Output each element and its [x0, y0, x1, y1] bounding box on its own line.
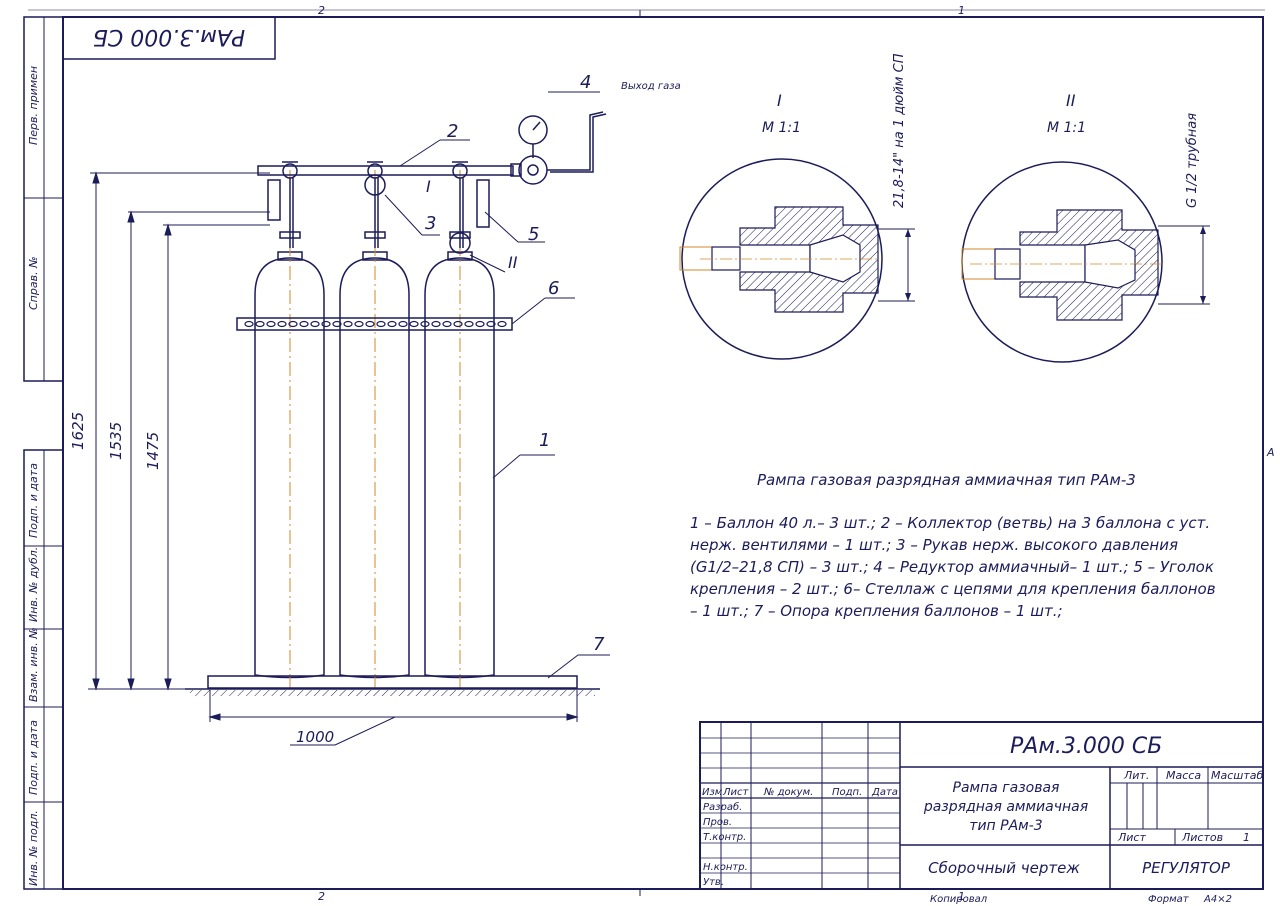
dimension-1625: 1625: [69, 412, 87, 450]
zone-mark-top-right: 1: [958, 4, 965, 17]
tb-format: Формат: [1148, 894, 1190, 905]
tb-doc-type: Сборочный чертеж: [928, 859, 1080, 877]
tb-col-docnum: № докум.: [763, 787, 813, 798]
drawing-frame: [28, 9, 1265, 896]
notes-line: – 1 шт.; 7 – Опора крепления баллонов – …: [690, 602, 1063, 620]
callout-6: 6: [548, 278, 559, 299]
tb-listov-label: Листов: [1181, 831, 1223, 844]
detail-I-thread: 21,8-14" на 1 дюйм СП: [892, 53, 907, 208]
notes-line: 1 – Баллон 40 л.– 3 шт.; 2 – Коллектор (…: [690, 514, 1210, 532]
tb-format-value: А4×2: [1203, 894, 1232, 905]
tb-name-line3: тип РАм-3: [969, 818, 1042, 834]
ammonia-reducer: [510, 111, 607, 185]
mirrored-drawing-code: РАм.3.000 СБ: [93, 24, 245, 49]
callout-3: 3: [425, 213, 436, 234]
tb-organization: РЕГУЛЯТОР: [1142, 859, 1231, 877]
callout-2: 2: [447, 121, 458, 142]
zone-mark-right-edge: A: [1266, 446, 1275, 459]
zone-mark-top-left: 2: [318, 4, 325, 17]
side-label-perv-primen: Перв. примен: [27, 66, 40, 145]
callout-4: 4: [580, 72, 591, 93]
cylinder-centerlines: [289, 170, 461, 690]
side-label-inv-dubl: Инв. № дубл.: [27, 547, 40, 622]
detail-I-scale: М 1:1: [762, 120, 801, 136]
dimension-1000: 1000: [296, 728, 334, 746]
mirrored-code-box: [62, 16, 276, 60]
notes-title: Рампа газовая разрядная аммиачная тип РА…: [757, 471, 1136, 489]
base-support: [185, 675, 600, 696]
title-block: [699, 721, 1264, 890]
tb-lit: Лит.: [1123, 769, 1149, 782]
callout-7: 7: [593, 634, 605, 655]
notes-line: крепления – 2 шт.; 6– Стеллаж с цепями д…: [690, 580, 1216, 598]
tb-row-nkontr: Н.контр.: [703, 862, 748, 873]
side-label-inv-podl: Инв. № подл.: [27, 810, 40, 886]
side-label-podp-data-1: Подп. и дата: [27, 463, 40, 538]
tb-masshtab: Масштаб: [1211, 769, 1263, 782]
detail-II-thread: G 1/2 трубная: [1185, 113, 1200, 208]
notes-line: (G1/2–21,8 СП) – 3 шт.; 4 – Редуктор амм…: [690, 558, 1214, 576]
tb-listov-value: 1: [1243, 831, 1250, 844]
side-strip: [23, 16, 64, 890]
tb-row-prov: Пров.: [703, 817, 732, 828]
callout-1: 1: [539, 430, 550, 451]
tb-row-utv: Утв.: [703, 877, 724, 888]
tb-name-line1: Рампа газовая: [953, 780, 1060, 796]
detail-I-label: I: [777, 91, 782, 110]
zone-mark-bottom-left: 2: [318, 890, 325, 903]
tb-col-list: Лист: [722, 787, 750, 798]
tb-list-label: Лист: [1117, 831, 1146, 844]
rack-with-chains: [236, 297, 575, 331]
detail-view-I: [679, 158, 915, 360]
callout-5: 5: [528, 224, 539, 245]
dimension-1535: 1535: [107, 422, 125, 460]
tb-col-izm: Изм: [702, 787, 723, 798]
leader-lines: [384, 91, 610, 679]
side-label-podp-data-2: Подп. и дата: [27, 720, 40, 795]
tb-kopiroval: Копировал: [930, 894, 988, 905]
detail-II-scale: М 1:1: [1047, 120, 1086, 136]
tb-col-podp: Подп.: [832, 787, 862, 798]
tb-col-data: Дата: [871, 787, 898, 798]
dimension-1475: 1475: [144, 432, 162, 470]
callout-detail-I: I: [426, 177, 431, 196]
side-label-vzam-inv: Взам. инв. №: [27, 627, 40, 702]
callout-detail-II: II: [508, 253, 518, 272]
side-label-sprav-no: Справ. №: [27, 256, 40, 310]
collector-manifold: [257, 161, 514, 254]
dimension-lines: [88, 171, 579, 746]
detail-II-label: II: [1066, 91, 1076, 110]
title-block-code: РАм.3.000 СБ: [1010, 734, 1162, 759]
tb-row-tkontr: Т.контр.: [703, 832, 746, 843]
tb-massa: Масса: [1166, 769, 1201, 782]
detail-view-II: [961, 161, 1210, 363]
zone-mark-bottom-right: 1: [958, 890, 965, 903]
gas-outlet-label: Выход газа: [621, 81, 681, 92]
tb-name-line2: разрядная аммиачная: [923, 799, 1088, 815]
tb-row-razrab: Разраб.: [703, 801, 742, 813]
notes-line: нерж. вентилями – 1 шт.; 3 – Рукав нерж.…: [690, 536, 1178, 554]
